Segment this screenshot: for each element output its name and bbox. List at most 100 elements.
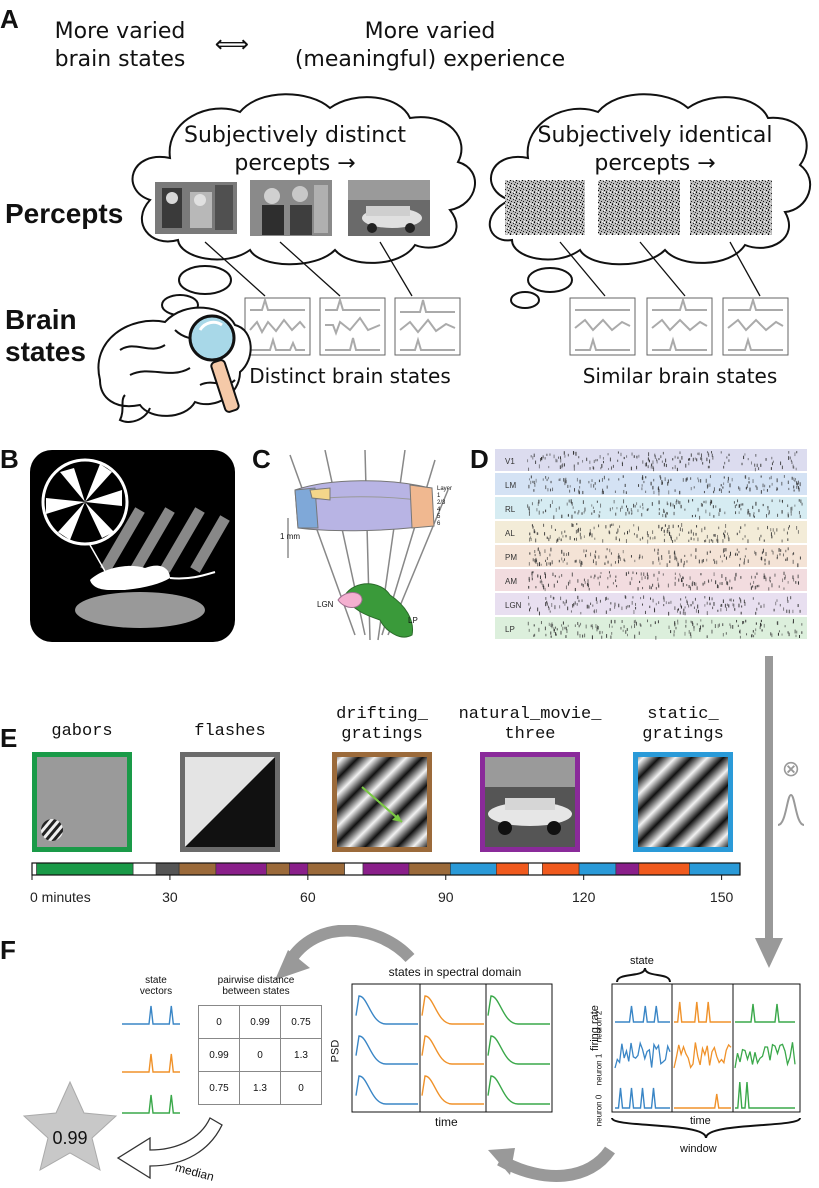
rate-trace bbox=[614, 1040, 671, 1069]
psd-trace bbox=[421, 995, 484, 1025]
timeline-segment bbox=[155, 862, 180, 876]
timeline-segment bbox=[496, 862, 529, 876]
panel-letter-d: D bbox=[470, 444, 489, 474]
window-brace bbox=[611, 1117, 801, 1139]
matrix-cell: 0 bbox=[280, 1071, 322, 1105]
rate-trace bbox=[615, 1005, 670, 1023]
panel-c-probes bbox=[287, 450, 449, 641]
raster-row-pm: PM bbox=[495, 545, 807, 568]
thought-cloud-left bbox=[131, 93, 476, 266]
psd-trace bbox=[487, 995, 550, 1025]
timeline-tick-label: 30 bbox=[162, 889, 178, 905]
matrix-cell: 1.3 bbox=[239, 1071, 281, 1105]
movie-frame-1 bbox=[155, 182, 237, 234]
raster-row-v1: V1 bbox=[495, 449, 807, 472]
thought-cloud-right bbox=[488, 93, 812, 266]
spectral-title: states in spectral domain bbox=[388, 965, 522, 979]
noise-frame-2 bbox=[598, 180, 680, 235]
panel-a-drawing bbox=[97, 93, 812, 423]
timeline-tick-label: 90 bbox=[438, 889, 454, 905]
scale-label: 1 mm bbox=[280, 532, 300, 541]
movie-frame-3 bbox=[348, 180, 430, 236]
noise-frame-3 bbox=[690, 180, 772, 235]
timeline-segment bbox=[542, 862, 580, 876]
panel-letter-c: C bbox=[252, 444, 271, 474]
matrix-cell: 0.99 bbox=[198, 1038, 240, 1072]
timeline-segment bbox=[178, 862, 217, 876]
timeline-tick-label: 120 bbox=[572, 889, 596, 905]
stimulus-thumbnail bbox=[480, 752, 580, 852]
stimulus-title: gabors bbox=[51, 722, 113, 741]
rate-trace bbox=[735, 1003, 795, 1023]
percept-brain-arrows-right bbox=[559, 241, 761, 297]
matrix-cell: 0.75 bbox=[198, 1071, 240, 1105]
spectral-frame bbox=[351, 983, 553, 1113]
timeline-frame bbox=[31, 862, 741, 876]
rate-trace bbox=[674, 1001, 731, 1023]
matrix-cell: 1.3 bbox=[280, 1038, 322, 1072]
stimulus-thumbnail bbox=[180, 752, 280, 852]
thought-bubble-3 bbox=[527, 267, 573, 293]
raster-row-am: AM bbox=[495, 569, 807, 592]
median-arrow bbox=[116, 1117, 223, 1180]
raster-area-label: LP bbox=[505, 625, 515, 634]
raster-row-rl: RL bbox=[495, 497, 807, 520]
timeline-segment bbox=[289, 862, 309, 876]
timeline-segment bbox=[528, 862, 543, 876]
noise-frame-1 bbox=[505, 180, 585, 235]
lgn-label: LGN bbox=[317, 600, 334, 609]
raster-area-label: RL bbox=[505, 505, 516, 514]
stimulus-thumbnail bbox=[332, 752, 432, 852]
matrix-cell: 0 bbox=[198, 1005, 240, 1039]
time-label-spectral: time bbox=[435, 1115, 458, 1129]
matrix-cell: 0.75 bbox=[280, 1005, 322, 1039]
raster-row-al: AL bbox=[495, 521, 807, 544]
brain-state-box-2 bbox=[319, 296, 386, 356]
rate-trace bbox=[673, 1042, 732, 1070]
raster-area-label: PM bbox=[505, 553, 517, 562]
stimulus-title: flashes bbox=[194, 722, 266, 741]
psd-trace bbox=[355, 995, 418, 1025]
magnifying-glass bbox=[188, 314, 240, 413]
raster-row-lp: LP bbox=[495, 617, 807, 640]
state-brace bbox=[616, 967, 671, 983]
header-equivalence-arrow: ⟺ bbox=[214, 30, 250, 58]
caption-distinct: Distinct brain states bbox=[249, 364, 451, 388]
panel-letter-a: A bbox=[0, 4, 19, 34]
timeline-segment bbox=[307, 862, 345, 876]
brain-state-box-6 bbox=[722, 296, 789, 356]
thought-bubble-4 bbox=[510, 291, 540, 309]
timeline-segment bbox=[408, 862, 451, 876]
rate-trace bbox=[735, 1081, 795, 1109]
star-value: 0.99 bbox=[52, 1128, 88, 1148]
timeline-segment bbox=[132, 862, 157, 876]
psd-trace bbox=[421, 1075, 484, 1105]
brain-state-box-4 bbox=[569, 297, 636, 356]
rate-trace bbox=[674, 1093, 731, 1109]
rate-frame bbox=[611, 983, 801, 1113]
timeline-segment bbox=[450, 862, 497, 876]
state-vector-trace bbox=[122, 1005, 180, 1025]
state-vector-trace bbox=[122, 1094, 180, 1114]
brain-state-box-5 bbox=[646, 296, 713, 356]
stimulus-title: drifting_gratings bbox=[336, 705, 428, 744]
flow-arrow-down bbox=[755, 656, 783, 968]
timeline-tick-label: 60 bbox=[300, 889, 316, 905]
timeline-segment bbox=[638, 862, 690, 876]
raster-area-label: LM bbox=[505, 481, 516, 490]
rate-trace bbox=[615, 1087, 670, 1109]
psd-trace bbox=[487, 1075, 550, 1105]
header-right: More varied(meaningful) experience bbox=[294, 19, 566, 72]
psd-trace bbox=[355, 1035, 418, 1065]
window-label: window bbox=[680, 1143, 717, 1155]
panel-letter-f: F bbox=[0, 935, 16, 965]
